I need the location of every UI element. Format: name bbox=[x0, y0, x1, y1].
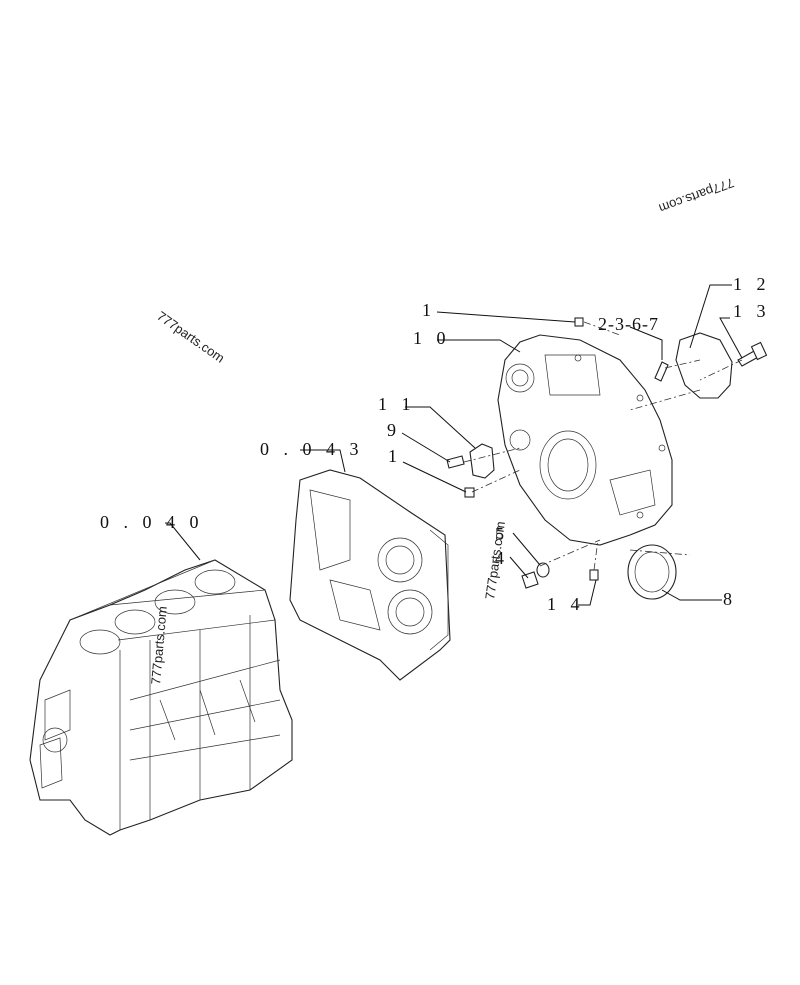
watermark-left: 777parts.com bbox=[154, 308, 227, 365]
callout-9: 9 bbox=[387, 420, 401, 440]
engine-block bbox=[29, 559, 293, 836]
o-ring bbox=[536, 562, 550, 578]
callout-14: 1 4 bbox=[547, 594, 585, 614]
callout-10: 1 0 bbox=[413, 328, 451, 348]
nut-mid bbox=[464, 487, 475, 498]
callout-12: 1 2 bbox=[733, 274, 771, 294]
nut-14 bbox=[589, 569, 599, 581]
gear-housing-plate bbox=[289, 469, 451, 681]
callout-labels: 1 1 0 2-3-6-7 1 2 1 3 1 1 9 1 0 . 0 4 3 … bbox=[100, 274, 771, 614]
callout-0-043: 0 . 0 4 3 bbox=[260, 439, 364, 459]
small-cover bbox=[469, 443, 495, 479]
watermark-top-right: 777parts.com bbox=[657, 175, 736, 216]
callout-13: 1 3 bbox=[733, 301, 771, 321]
callout-5: 5 bbox=[495, 524, 509, 544]
assembly-centerlines bbox=[463, 321, 743, 571]
seal-ring bbox=[627, 544, 677, 600]
callout-1-top: 1 bbox=[422, 300, 436, 320]
callout-11: 1 1 bbox=[378, 394, 416, 414]
callout-4: 4 bbox=[495, 548, 509, 568]
bolt-2367 bbox=[654, 361, 669, 382]
cover-plate bbox=[675, 332, 733, 399]
watermark-block: 777parts.com bbox=[148, 605, 170, 685]
bolt-9 bbox=[446, 455, 465, 469]
timing-cover bbox=[497, 334, 673, 546]
nut-top bbox=[574, 317, 584, 327]
bolt-13 bbox=[737, 341, 768, 367]
callout-0-040: 0 . 0 4 0 bbox=[100, 512, 204, 532]
callout-1-mid: 1 bbox=[388, 446, 402, 466]
callout-2-3-6-7: 2-3-6-7 bbox=[598, 314, 659, 334]
callout-8: 8 bbox=[723, 589, 737, 609]
leader-lines bbox=[165, 284, 743, 606]
